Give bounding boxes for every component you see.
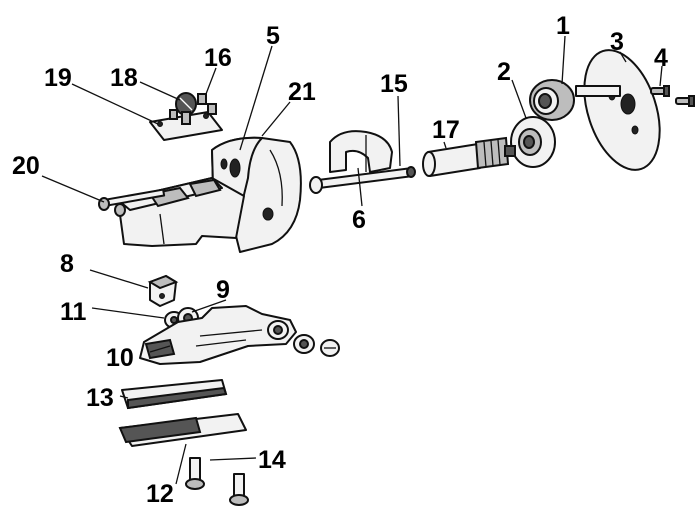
part-4-screws xyxy=(650,85,695,107)
part-8-block xyxy=(147,274,179,307)
part-16-pins xyxy=(169,93,217,120)
label-part-12: 12 xyxy=(146,480,174,508)
part-17-armature xyxy=(422,136,516,177)
label-part-4: 4 xyxy=(654,44,668,72)
label-part-11: 11 xyxy=(60,298,87,326)
part-12-lower-blade xyxy=(118,413,247,447)
label-part-16: 16 xyxy=(204,44,232,72)
part-14-blade-screws xyxy=(185,457,249,506)
label-part-2: 2 xyxy=(497,58,511,86)
part-15-shaft xyxy=(309,166,416,194)
part-13-upper-blade xyxy=(121,379,228,410)
part-1-motor-hub xyxy=(529,79,621,121)
label-part-20: 20 xyxy=(12,152,40,180)
part-20-screw xyxy=(98,188,166,217)
leader-lines xyxy=(41,35,663,485)
label-part-19: 19 xyxy=(44,64,72,92)
label-part-10: 10 xyxy=(106,344,134,372)
label-part-13: 13 xyxy=(86,384,114,412)
label-part-14: 14 xyxy=(258,446,286,474)
part-6-bracket xyxy=(329,130,393,173)
part-2-gear xyxy=(510,116,556,168)
label-part-17: 17 xyxy=(432,116,460,144)
label-part-15: 15 xyxy=(380,70,408,98)
part-18-knob xyxy=(175,92,197,125)
label-part-6: 6 xyxy=(352,206,366,234)
label-part-5: 5 xyxy=(266,22,280,50)
label-part-18: 18 xyxy=(110,64,138,92)
label-part-3: 3 xyxy=(610,28,624,56)
part-3-end-plate xyxy=(583,49,661,171)
label-part-21: 21 xyxy=(288,78,316,106)
label-part-8: 8 xyxy=(60,250,74,278)
label-part-9: 9 xyxy=(216,276,230,304)
part-number-labels: 1 2 3 4 5 6 8 9 10 11 12 13 14 15 16 17 … xyxy=(12,12,668,508)
label-part-1: 1 xyxy=(556,12,570,40)
